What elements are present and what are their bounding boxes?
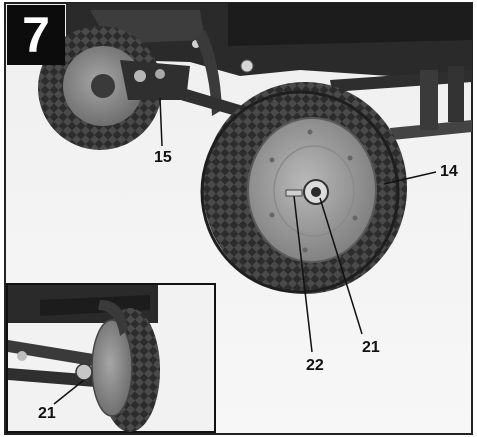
callout-label: 21 <box>38 405 56 422</box>
step-number-badge: 7 <box>7 5 65 65</box>
callout-label: 22 <box>306 357 324 374</box>
callout-label: 15 <box>154 149 172 166</box>
callout-label: 14 <box>440 163 458 180</box>
callout-label: 21 <box>362 339 380 356</box>
